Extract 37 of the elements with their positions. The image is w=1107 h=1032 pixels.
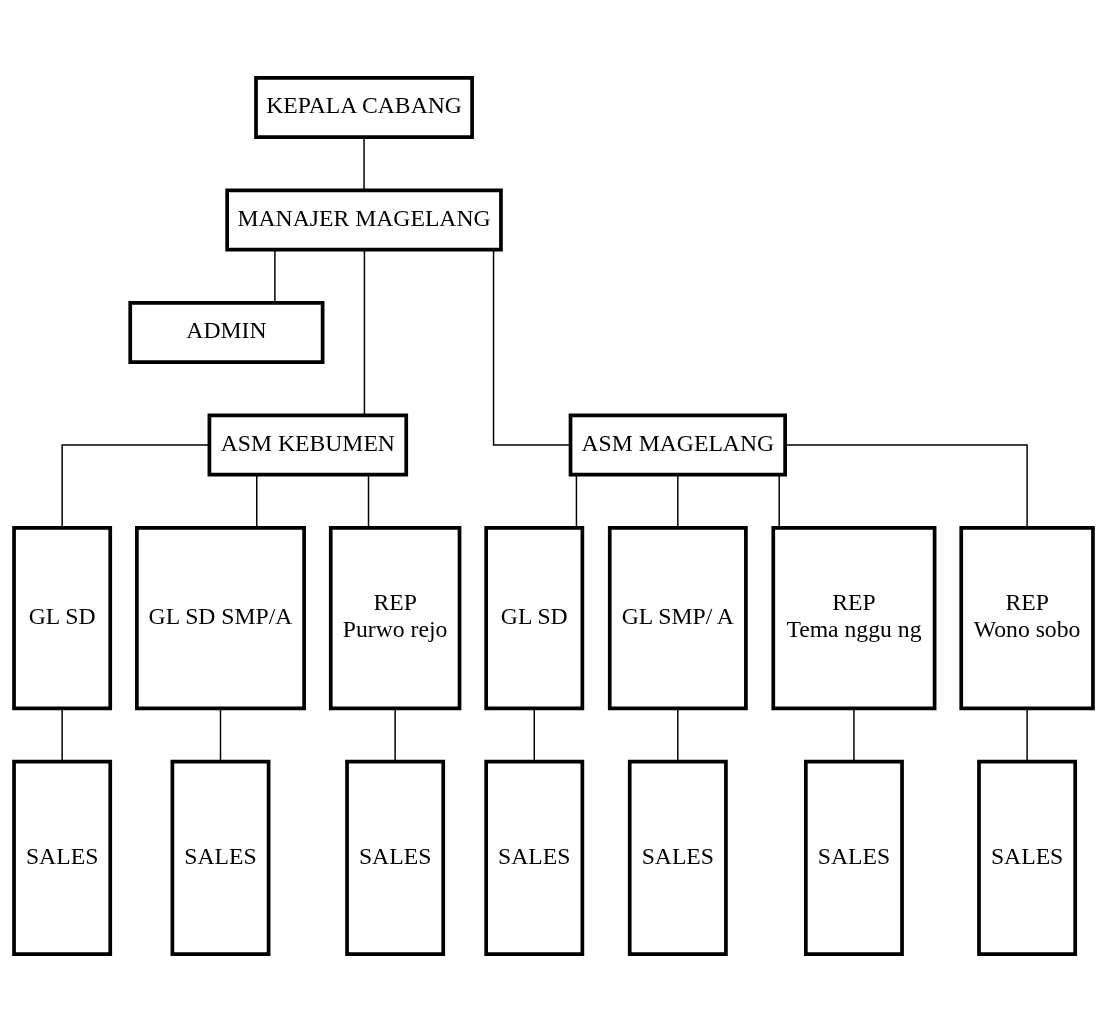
connector	[256, 474, 258, 529]
connector	[363, 136, 365, 191]
connector	[394, 708, 396, 763]
connector	[61, 708, 63, 763]
connector	[778, 474, 780, 529]
connector	[575, 474, 578, 529]
node-box: GL SD SMP/A	[135, 526, 306, 711]
node-box: SALES	[170, 759, 271, 956]
node-box: SALES	[977, 759, 1078, 956]
node-box: SALES	[345, 759, 446, 956]
node-box: SALES	[484, 759, 585, 956]
node-box: REP Wono sobo	[959, 526, 1095, 711]
node-box: ASM MAGELANG	[568, 413, 787, 477]
node-box: SALES	[627, 759, 728, 956]
connector	[677, 474, 679, 529]
connector	[1026, 708, 1028, 763]
node-box: GL SD	[12, 526, 113, 711]
node-box: GL SMP/ A	[607, 526, 748, 711]
node-box: REP Purwo rejo	[328, 526, 462, 711]
connector	[274, 249, 276, 304]
connector	[61, 444, 211, 529]
node-box: MANAJER MAGELANG	[225, 188, 503, 252]
connector	[363, 249, 366, 416]
node-box: REP Tema nggu ng	[771, 526, 937, 711]
node-box: ASM KEBUMEN	[207, 413, 409, 477]
node-box: SALES	[12, 759, 113, 956]
connector	[533, 708, 535, 763]
node-box: GL SD	[484, 526, 585, 711]
connector	[677, 708, 679, 763]
node-box: KEPALA CABANG	[254, 76, 474, 139]
connector	[219, 708, 222, 763]
connector	[492, 249, 571, 446]
connector	[784, 444, 1028, 529]
node-box: ADMIN	[128, 301, 325, 364]
connector	[853, 708, 855, 763]
node-box: SALES	[804, 759, 904, 956]
connector	[367, 474, 370, 529]
